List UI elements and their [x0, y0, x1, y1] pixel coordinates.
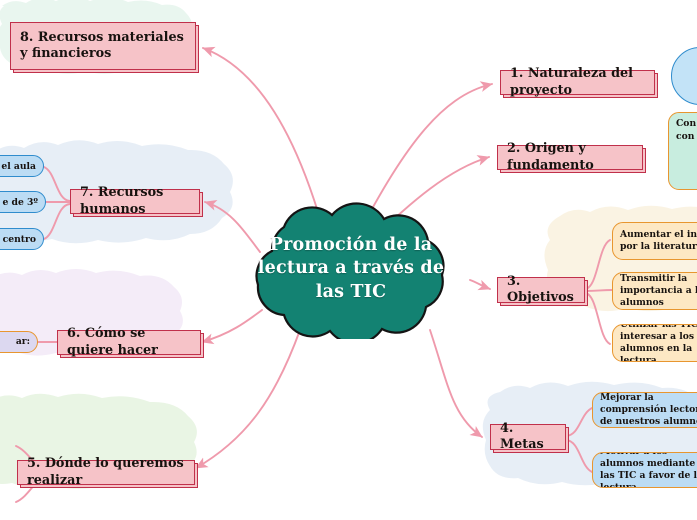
topic-5-label: 5. Dónde lo queremos realizar	[27, 456, 184, 488]
topic-4-label: 4. Metas	[500, 420, 544, 452]
link-t3-c3	[584, 292, 611, 345]
topic-1-naturaleza-del-proyecto[interactable]: 1. Naturaleza del proyecto	[500, 66, 655, 98]
link-t4-c2	[565, 439, 593, 473]
child-meta-2[interactable]: Motivar a los alumnos mediante las TIC a…	[592, 452, 697, 488]
topic-1-label: 1. Naturaleza del proyecto	[510, 66, 634, 98]
link-t7-c3	[43, 203, 71, 240]
topic-8-label: 8. Recursos materiales y financieros	[20, 29, 184, 61]
topic-2-origen-y-fundamento[interactable]: 2. Origen y fundamento	[497, 141, 643, 173]
edge-fragment-mint-box[interactable]: Con que alu con en l apr	[668, 112, 697, 190]
central-topic-label: Promoción de la lectura a través de las …	[257, 235, 445, 302]
child-objetivo-2[interactable]: Transmitir la importancia a los alumnos	[612, 272, 697, 310]
link-central-t5	[195, 329, 301, 469]
child-recurso-humano-3[interactable]: centro	[0, 228, 44, 250]
edge-fragment-circle[interactable]	[671, 47, 697, 105]
child-objetivo-2-label: Transmitir la importancia a los alumnos	[620, 273, 697, 308]
child-meta-1[interactable]: Mejorar la comprensión lectora de nuestr…	[592, 392, 697, 428]
topic-5-donde-lo-queremos-realizar[interactable]: 5. Dónde lo queremos realizar	[17, 456, 195, 488]
child-recurso-humano-1[interactable]: el aula	[0, 155, 44, 177]
child-recurso-humano-2[interactable]: e de 3º	[0, 191, 46, 213]
link-central-t8	[202, 46, 319, 213]
child-objetivo-3[interactable]: Utilizar las TIC para interesar a los al…	[612, 324, 697, 362]
child-meta-2-label: Motivar a los alumnos mediante las TIC a…	[600, 453, 697, 488]
topic-6-label: 6. Cómo se quiere hacer	[67, 326, 158, 358]
child-objetivo-1[interactable]: Aumentar el interés por la literatura	[612, 222, 697, 260]
cloud-shape	[255, 202, 445, 339]
topic-3-objetivos[interactable]: 3. Objetivos	[497, 274, 585, 305]
child-meta-1-label: Mejorar la comprensión lectora de nuestr…	[600, 392, 697, 427]
edge-fragment-mint-label: Con que alu con en l apr	[676, 118, 697, 143]
child-objetivo-1-label: Aumentar el interés por la literatura	[620, 229, 697, 252]
child-como-1[interactable]: ar:	[0, 331, 38, 353]
central-topic[interactable]: Promoción de la lectura a través de las …	[222, 199, 480, 339]
topic-7-label: 7. Recursos humanos	[80, 185, 164, 217]
child-recurso-humano-2-label: e de 3º	[2, 196, 39, 208]
topic-7-recursos-humanos[interactable]: 7. Recursos humanos	[70, 185, 200, 217]
topic-8-recursos-materiales[interactable]: 8. Recursos materiales y financieros	[10, 22, 196, 70]
child-objetivo-3-label: Utilizar las TIC para interesar a los al…	[620, 324, 697, 362]
child-recurso-humano-3-label: centro	[2, 233, 36, 245]
child-como-1-label: ar:	[15, 336, 30, 348]
topic-2-label: 2. Origen y fundamento	[507, 141, 594, 173]
link-t7-c1	[43, 166, 71, 202]
link-t3-c1	[584, 239, 611, 290]
link-t4-c1	[565, 407, 593, 437]
link-t3-c2	[584, 289, 613, 292]
topic-4-metas[interactable]: 4. Metas	[490, 421, 566, 452]
topic-6-como-se-quiere-hacer[interactable]: 6. Cómo se quiere hacer	[57, 326, 201, 358]
topic-3-label: 3. Objetivos	[507, 273, 574, 305]
child-recurso-humano-1-label: el aula	[1, 160, 36, 172]
link-central-t4	[429, 329, 483, 438]
